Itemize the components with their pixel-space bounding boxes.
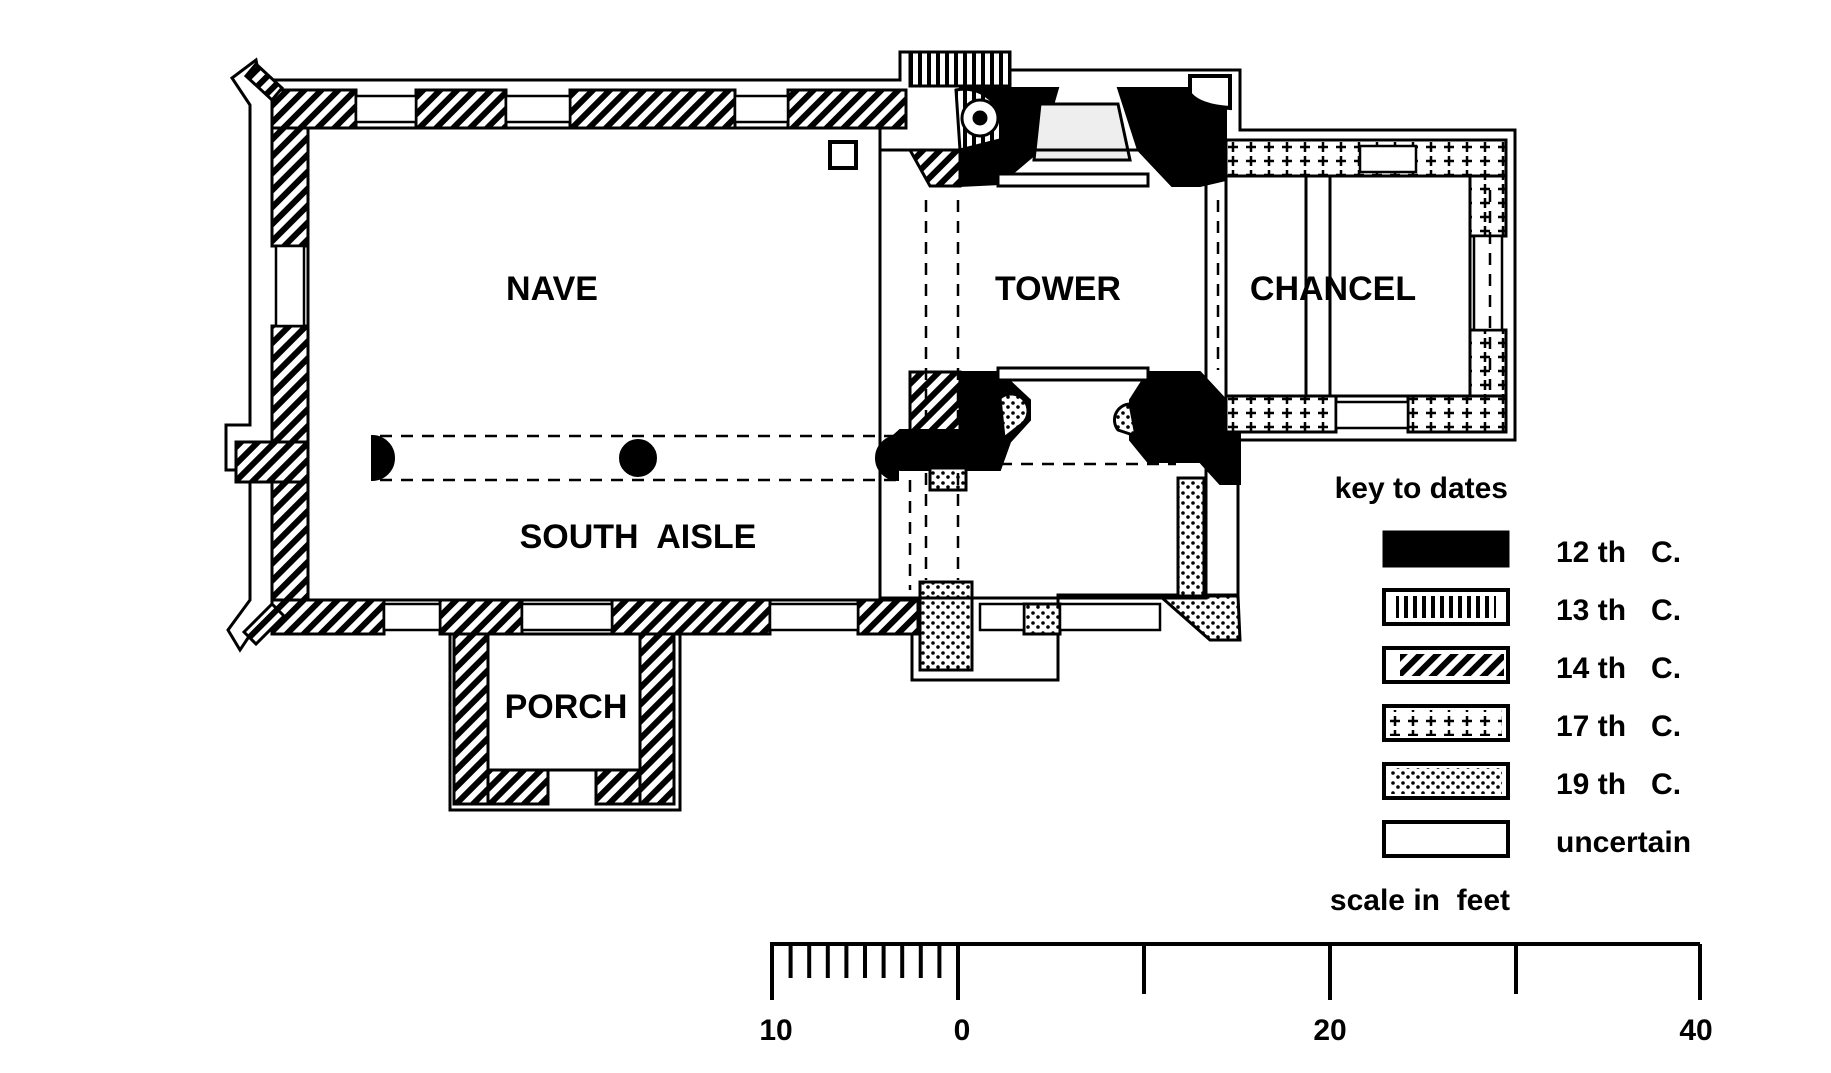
walls-14th-century bbox=[234, 61, 962, 806]
walls-uncertain bbox=[274, 94, 1504, 632]
key-label-19th: 19 th C. bbox=[1556, 768, 1681, 801]
walls-19th-century bbox=[918, 392, 1242, 672]
key-title: key to dates bbox=[1335, 472, 1508, 505]
room-outlines bbox=[306, 126, 1472, 772]
key-swatch-14th-fill bbox=[1400, 654, 1504, 676]
key-label-uncertain: uncertain bbox=[1556, 826, 1691, 859]
scale-title: scale in feet bbox=[1330, 884, 1510, 917]
key-swatch-13th-fill bbox=[1396, 596, 1496, 618]
key-label-14th: 14 th C. bbox=[1556, 652, 1681, 685]
chancel-corner-niche bbox=[1188, 74, 1232, 111]
key-swatch-12th bbox=[1382, 530, 1510, 568]
key-label-12th: 12 th C. bbox=[1556, 536, 1681, 569]
scale-bar: scale in feet 10 0 20 40 bbox=[759, 884, 1712, 1047]
label-south-aisle: SOUTH AISLE bbox=[520, 518, 757, 556]
scale-label-10: 10 bbox=[759, 1014, 792, 1047]
walls-13th-century bbox=[908, 50, 1012, 152]
scale-label-20: 20 bbox=[1313, 1014, 1346, 1047]
date-key-legend: key to dates 12 th C. 13 th C. 14 th C. … bbox=[1335, 472, 1691, 859]
label-chancel: CHANCEL bbox=[1250, 270, 1416, 308]
scale-label-0: 0 bbox=[954, 1014, 971, 1047]
label-nave: NAVE bbox=[506, 270, 598, 308]
label-tower: TOWER bbox=[995, 270, 1121, 308]
walls-17th-century bbox=[1224, 138, 1508, 434]
key-swatch-uncertain bbox=[1382, 820, 1510, 858]
key-label-13th: 13 th C. bbox=[1556, 594, 1681, 627]
scale-label-40: 40 bbox=[1679, 1014, 1712, 1047]
arcade-lines bbox=[380, 190, 1492, 590]
piscina-niche bbox=[828, 140, 858, 170]
key-swatch-17th-fill bbox=[1390, 710, 1502, 736]
scale-minor-ticks bbox=[788, 944, 942, 978]
key-swatch-19th-fill bbox=[1390, 768, 1502, 794]
tower-west-doorway bbox=[996, 102, 1150, 382]
key-label-17th: 17 th C. bbox=[1556, 710, 1681, 743]
label-porch: PORCH bbox=[505, 688, 628, 726]
